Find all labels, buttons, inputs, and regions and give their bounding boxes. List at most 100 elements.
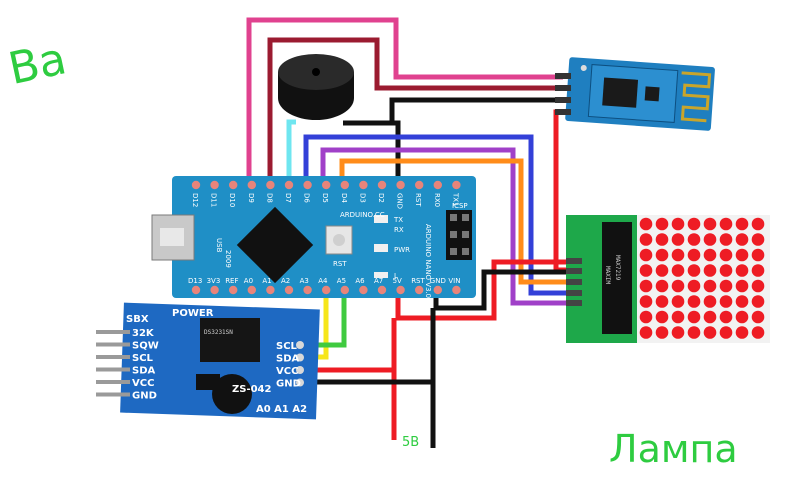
led-dot: [639, 326, 653, 339]
led-dot: [655, 248, 669, 262]
rtc-left-pin-label: GND: [132, 391, 157, 402]
nano-top-pin-label: D5: [321, 193, 329, 203]
icsp-label: ICSP: [452, 202, 468, 210]
nano-bottom-pin-label: VIN: [448, 277, 460, 285]
led-dot: [655, 264, 669, 277]
led-dot: [671, 295, 685, 308]
led-dot: [719, 264, 733, 277]
led-dot: [735, 217, 749, 231]
nano-top-pin: [266, 180, 275, 190]
led-dot: [719, 233, 733, 246]
rtc-chip-label: DS3231SN: [204, 329, 233, 336]
nano-bottom-pin-label: A5: [337, 277, 346, 285]
model-label: ARDUINO NANO V3.0: [424, 224, 432, 298]
led-dot: [751, 326, 765, 339]
nano-top-pin: [359, 180, 368, 190]
rtc-right-pin-label: GND: [276, 379, 301, 390]
mcu-chip: [236, 206, 314, 284]
nano-top-pin: [284, 180, 294, 190]
nano-top-pin: [303, 180, 312, 190]
rtc-battery: [212, 374, 252, 414]
nano-bottom-pin-label: A3: [300, 277, 309, 285]
led-dot: [751, 233, 765, 246]
led-dot: [703, 310, 717, 324]
pwr-label: PWR: [394, 246, 410, 254]
nano-bottom-pin: [452, 285, 461, 295]
nano-top-pin-label: D7: [284, 193, 292, 203]
nano-bottom-pin: [359, 285, 368, 295]
nano-top-pin-label: D2: [377, 193, 385, 203]
rtc-right-pin-label: VCC: [276, 366, 298, 377]
led-dot: [751, 295, 765, 308]
nano-bottom-pin: [266, 285, 275, 295]
rtc-right-pin-label: SCL: [276, 341, 298, 352]
nano-bottom-pin-label: D13: [188, 277, 202, 285]
rtc-addr-label: A0 A1 A2: [256, 404, 307, 415]
led-matrix-module: MAX7219 MAXIM: [566, 215, 770, 343]
nano-top-pin: [377, 180, 387, 190]
rtc-chip: [200, 318, 260, 362]
rtc-right-pin: [296, 353, 304, 362]
nano-bottom-pin-label: A6: [355, 277, 365, 285]
led-dot: [671, 326, 685, 339]
led-dot: [639, 217, 653, 231]
nano-bottom-pin: [377, 285, 387, 295]
rtc-left-pin-label: VCC: [132, 378, 154, 389]
rtc-right-pin: [296, 341, 304, 349]
buzzer: [278, 54, 354, 120]
nano-bottom-pin: [433, 285, 442, 295]
nano-top-pin-label: D4: [340, 193, 348, 203]
nano-bottom-pin-label: GND: [430, 277, 446, 285]
nano-bottom-pin-label: 3V3: [207, 277, 221, 285]
nano-top-pin-label: D8: [265, 193, 273, 203]
bottom-text: Лампа: [609, 427, 738, 471]
led-dot: [735, 310, 749, 324]
nano-top-pin: [191, 180, 201, 190]
led-dot: [751, 248, 765, 262]
led-dot: [671, 264, 685, 277]
rtc-left-pin: [96, 392, 130, 397]
led-dot: [751, 217, 765, 231]
rtc-left-pin-label: 32K: [132, 328, 155, 339]
wire-black-bt: [389, 97, 563, 123]
nano-bottom-pin-label: A0: [244, 277, 253, 285]
nano-bottom-pin-label: 5V: [393, 277, 402, 285]
l-label: L: [394, 272, 398, 280]
nano-top-pin: [396, 180, 405, 190]
led-dot: [639, 295, 653, 308]
led-dot: [719, 310, 733, 324]
corner-text: Ba: [4, 33, 71, 95]
led-dot: [671, 310, 685, 324]
rtc-left-pin: [96, 380, 130, 384]
wire-blue: [303, 134, 576, 296]
rtc-power-label: POWER: [172, 308, 214, 319]
wire-red-5v: [395, 259, 576, 321]
bluetooth-module: [555, 57, 715, 131]
led-dot: [687, 310, 701, 324]
nano-top-pin: [415, 180, 424, 190]
rst-label: RST: [333, 260, 347, 268]
led-dot: [719, 326, 733, 339]
led-dot: [687, 233, 701, 246]
led-dot: [735, 264, 749, 277]
led-dot-grid: [639, 217, 765, 339]
rtc-left-pin-label: SDA: [132, 366, 156, 377]
nano-bottom-pin: [303, 285, 312, 295]
wire-orange: [339, 158, 576, 285]
led-dot: [655, 279, 669, 293]
wire-darkred: [267, 37, 563, 188]
rtc-left-pin-label: SQW: [132, 341, 159, 352]
wire-purple: [320, 147, 576, 306]
rtc-right-pin: [296, 366, 304, 374]
led-dot: [703, 295, 717, 308]
wire-pink: [246, 17, 563, 188]
nano-bottom-pin-label: REF: [225, 277, 238, 285]
rtc-right-pin: [296, 378, 304, 387]
led-dot: [751, 264, 765, 277]
tx-label: TX: [393, 216, 403, 224]
